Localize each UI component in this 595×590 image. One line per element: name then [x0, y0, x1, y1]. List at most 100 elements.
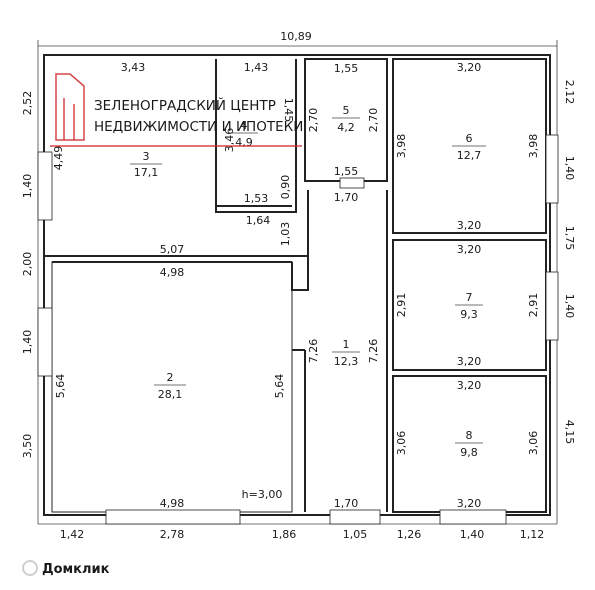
room-7-label: 7 9,3 [455, 291, 483, 321]
svg-text:3,20: 3,20 [457, 379, 482, 392]
svg-text:1,70: 1,70 [334, 191, 359, 204]
outer-bottom-dimensions: 1,42 2,78 1,86 1,05 1,26 1,40 1,12 [60, 528, 545, 541]
window-top-r5 [339, 177, 365, 189]
svg-text:3,50: 3,50 [21, 434, 34, 459]
room-1-label: 1 12,3 [332, 338, 360, 368]
svg-text:3,20: 3,20 [457, 355, 482, 368]
svg-text:28,1: 28,1 [158, 388, 183, 401]
svg-text:4,15: 4,15 [563, 420, 576, 445]
room-8-label: 8 9,8 [455, 429, 483, 459]
svg-text:2: 2 [167, 371, 174, 384]
svg-text:1,43: 1,43 [244, 61, 269, 74]
svg-text:3,20: 3,20 [457, 219, 482, 232]
svg-text:7,26: 7,26 [307, 339, 320, 364]
svg-text:8: 8 [466, 429, 473, 442]
svg-text:1,03: 1,03 [279, 222, 292, 247]
svg-text:2,70: 2,70 [367, 108, 380, 133]
svg-text:3,06: 3,06 [395, 431, 408, 456]
overall-width-label: 10,89 [280, 30, 312, 43]
svg-text:1,86: 1,86 [272, 528, 297, 541]
svg-text:5: 5 [343, 104, 350, 117]
svg-text:6: 6 [466, 132, 473, 145]
svg-text:1,40: 1,40 [563, 294, 576, 319]
svg-text:3,98: 3,98 [527, 134, 540, 159]
svg-text:1: 1 [343, 338, 350, 351]
svg-text:3: 3 [143, 150, 150, 163]
window-right-1 [545, 134, 559, 204]
window-right-2 [545, 271, 559, 341]
svg-text:9,8: 9,8 [460, 446, 478, 459]
window-bottom-1 [105, 509, 241, 525]
svg-text:5,64: 5,64 [273, 374, 286, 399]
outer-right-dimensions: 2,12 1,40 1,75 1,40 4,15 [563, 80, 576, 445]
svg-text:3,20: 3,20 [457, 243, 482, 256]
svg-text:2,12: 2,12 [563, 80, 576, 105]
svg-text:2,78: 2,78 [160, 528, 185, 541]
wall-r8 [392, 375, 547, 513]
svg-text:5,07: 5,07 [160, 243, 185, 256]
svg-text:3,20: 3,20 [457, 497, 482, 510]
svg-text:1,55: 1,55 [334, 165, 359, 178]
svg-text:9,3: 9,3 [460, 308, 478, 321]
room-2-label: 2 28,1 [154, 371, 186, 401]
window-left-1 [37, 151, 53, 221]
svg-text:1,26: 1,26 [397, 528, 422, 541]
svg-text:1,53: 1,53 [244, 192, 269, 205]
agency-name-line2: НЕДВИЖИМОСТИ И ИПОТЕКИ [94, 119, 303, 135]
ceiling-height: h=3,00 [242, 488, 283, 501]
svg-text:1,42: 1,42 [60, 528, 85, 541]
svg-text:5,64: 5,64 [54, 374, 67, 399]
room-6-label: 6 12,7 [452, 132, 486, 162]
svg-text:1,45: 1,45 [282, 98, 295, 123]
svg-text:3,43: 3,43 [121, 61, 146, 74]
svg-text:4,98: 4,98 [160, 266, 185, 279]
svg-text:1,05: 1,05 [343, 528, 368, 541]
watermark-text: Домклик [42, 562, 110, 577]
outer-left-dimensions: 2,52 1,40 2,00 1,40 3,50 [21, 91, 34, 459]
svg-text:7: 7 [466, 291, 473, 304]
svg-text:1,40: 1,40 [21, 174, 34, 199]
svg-text:4,2: 4,2 [337, 121, 355, 134]
window-left-2 [37, 307, 53, 377]
window-bottom-2 [329, 509, 381, 525]
svg-text:0,90: 0,90 [279, 175, 292, 200]
svg-text:4,49: 4,49 [52, 146, 65, 171]
svg-text:1,40: 1,40 [563, 156, 576, 181]
svg-text:1,70: 1,70 [334, 497, 359, 510]
windows [37, 134, 559, 525]
inner-dimensions: 3,43 4,49 1,43 1,45 3,46 1,53 0,90 1,55 … [52, 61, 540, 510]
svg-text:7,26: 7,26 [367, 339, 380, 364]
svg-text:1,64: 1,64 [246, 214, 271, 227]
svg-text:3,98: 3,98 [395, 134, 408, 159]
svg-text:2,52: 2,52 [21, 91, 34, 116]
svg-text:1,75: 1,75 [563, 226, 576, 251]
svg-text:2,91: 2,91 [395, 293, 408, 318]
svg-text:17,1: 17,1 [134, 166, 159, 179]
svg-text:4,9: 4,9 [235, 136, 253, 149]
wall-r3-r4 [215, 59, 297, 213]
svg-text:4: 4 [241, 119, 248, 132]
svg-text:3,20: 3,20 [457, 61, 482, 74]
svg-text:2,00: 2,00 [21, 252, 34, 277]
room-labels: 3 17,1 4 4,9 5 4,2 6 12,7 7 9,3 8 9,8 [130, 104, 486, 459]
svg-text:2,70: 2,70 [307, 108, 320, 133]
svg-text:12,7: 12,7 [457, 149, 482, 162]
agency-name-line1: ЗЕЛЕНОГРАДСКИЙ ЦЕНТР [94, 96, 276, 114]
agency-logo: ЗЕЛЕНОГРАДСКИЙ ЦЕНТР НЕДВИЖИМОСТИ И ИПОТ… [50, 73, 303, 147]
watermark: Домклик [22, 560, 110, 577]
svg-text:2,91: 2,91 [527, 293, 540, 318]
wall-step [291, 190, 309, 291]
svg-text:1,40: 1,40 [460, 528, 485, 541]
room-3-label: 3 17,1 [130, 150, 162, 179]
svg-text:12,3: 12,3 [334, 355, 359, 368]
wall-r2-inner [51, 261, 293, 513]
svg-text:4,98: 4,98 [160, 497, 185, 510]
svg-text:1,55: 1,55 [334, 62, 359, 75]
agency-logo-icon [55, 73, 85, 141]
svg-text:3,06: 3,06 [527, 431, 540, 456]
window-bottom-3 [439, 509, 507, 525]
room-5-label: 5 4,2 [332, 104, 360, 134]
svg-text:1,40: 1,40 [21, 330, 34, 355]
svg-text:1,12: 1,12 [520, 528, 545, 541]
